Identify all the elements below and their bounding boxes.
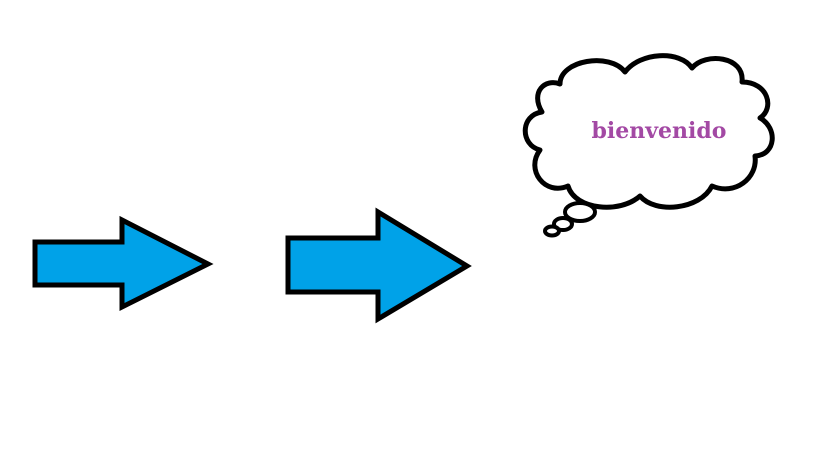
thought-cloud: bienvenido xyxy=(522,53,775,238)
cloud-text: bienvenido xyxy=(592,118,727,144)
right-arrow-icon xyxy=(285,207,472,324)
thought-bubble-small xyxy=(563,201,597,223)
cloud-shape xyxy=(522,53,775,210)
right-arrow-icon xyxy=(32,215,214,312)
thought-bubble-smallest xyxy=(543,224,561,238)
